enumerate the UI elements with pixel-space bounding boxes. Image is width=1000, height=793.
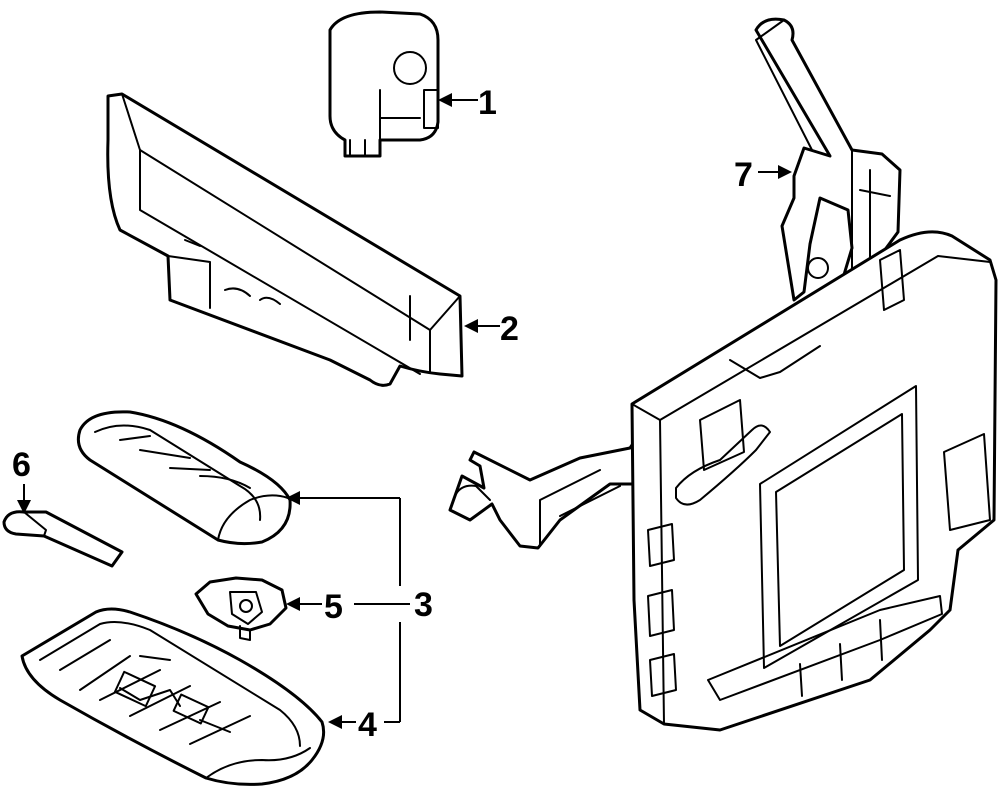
- control-module[interactable]: [630, 230, 998, 732]
- callout-7: 7: [734, 156, 753, 194]
- callout-4: 4: [358, 706, 377, 744]
- callout-2: 2: [500, 310, 519, 348]
- callout-5: 5: [324, 588, 343, 626]
- leader-lines: [17, 93, 792, 729]
- part-6-key-blade[interactable]: [2, 510, 124, 568]
- part-3-key-fob[interactable]: [76, 410, 292, 546]
- part-5-clip[interactable]: [194, 576, 288, 641]
- callout-6: 6: [12, 446, 31, 484]
- callout-3: 3: [414, 586, 433, 624]
- callout-1: 1: [478, 84, 497, 122]
- part-4-key-housing[interactable]: [20, 607, 326, 786]
- callout-labels: 1 2 3 4 5 6 7: [12, 84, 753, 744]
- part-1-module[interactable]: [328, 10, 440, 158]
- part-2-antenna-bar[interactable]: [106, 92, 464, 387]
